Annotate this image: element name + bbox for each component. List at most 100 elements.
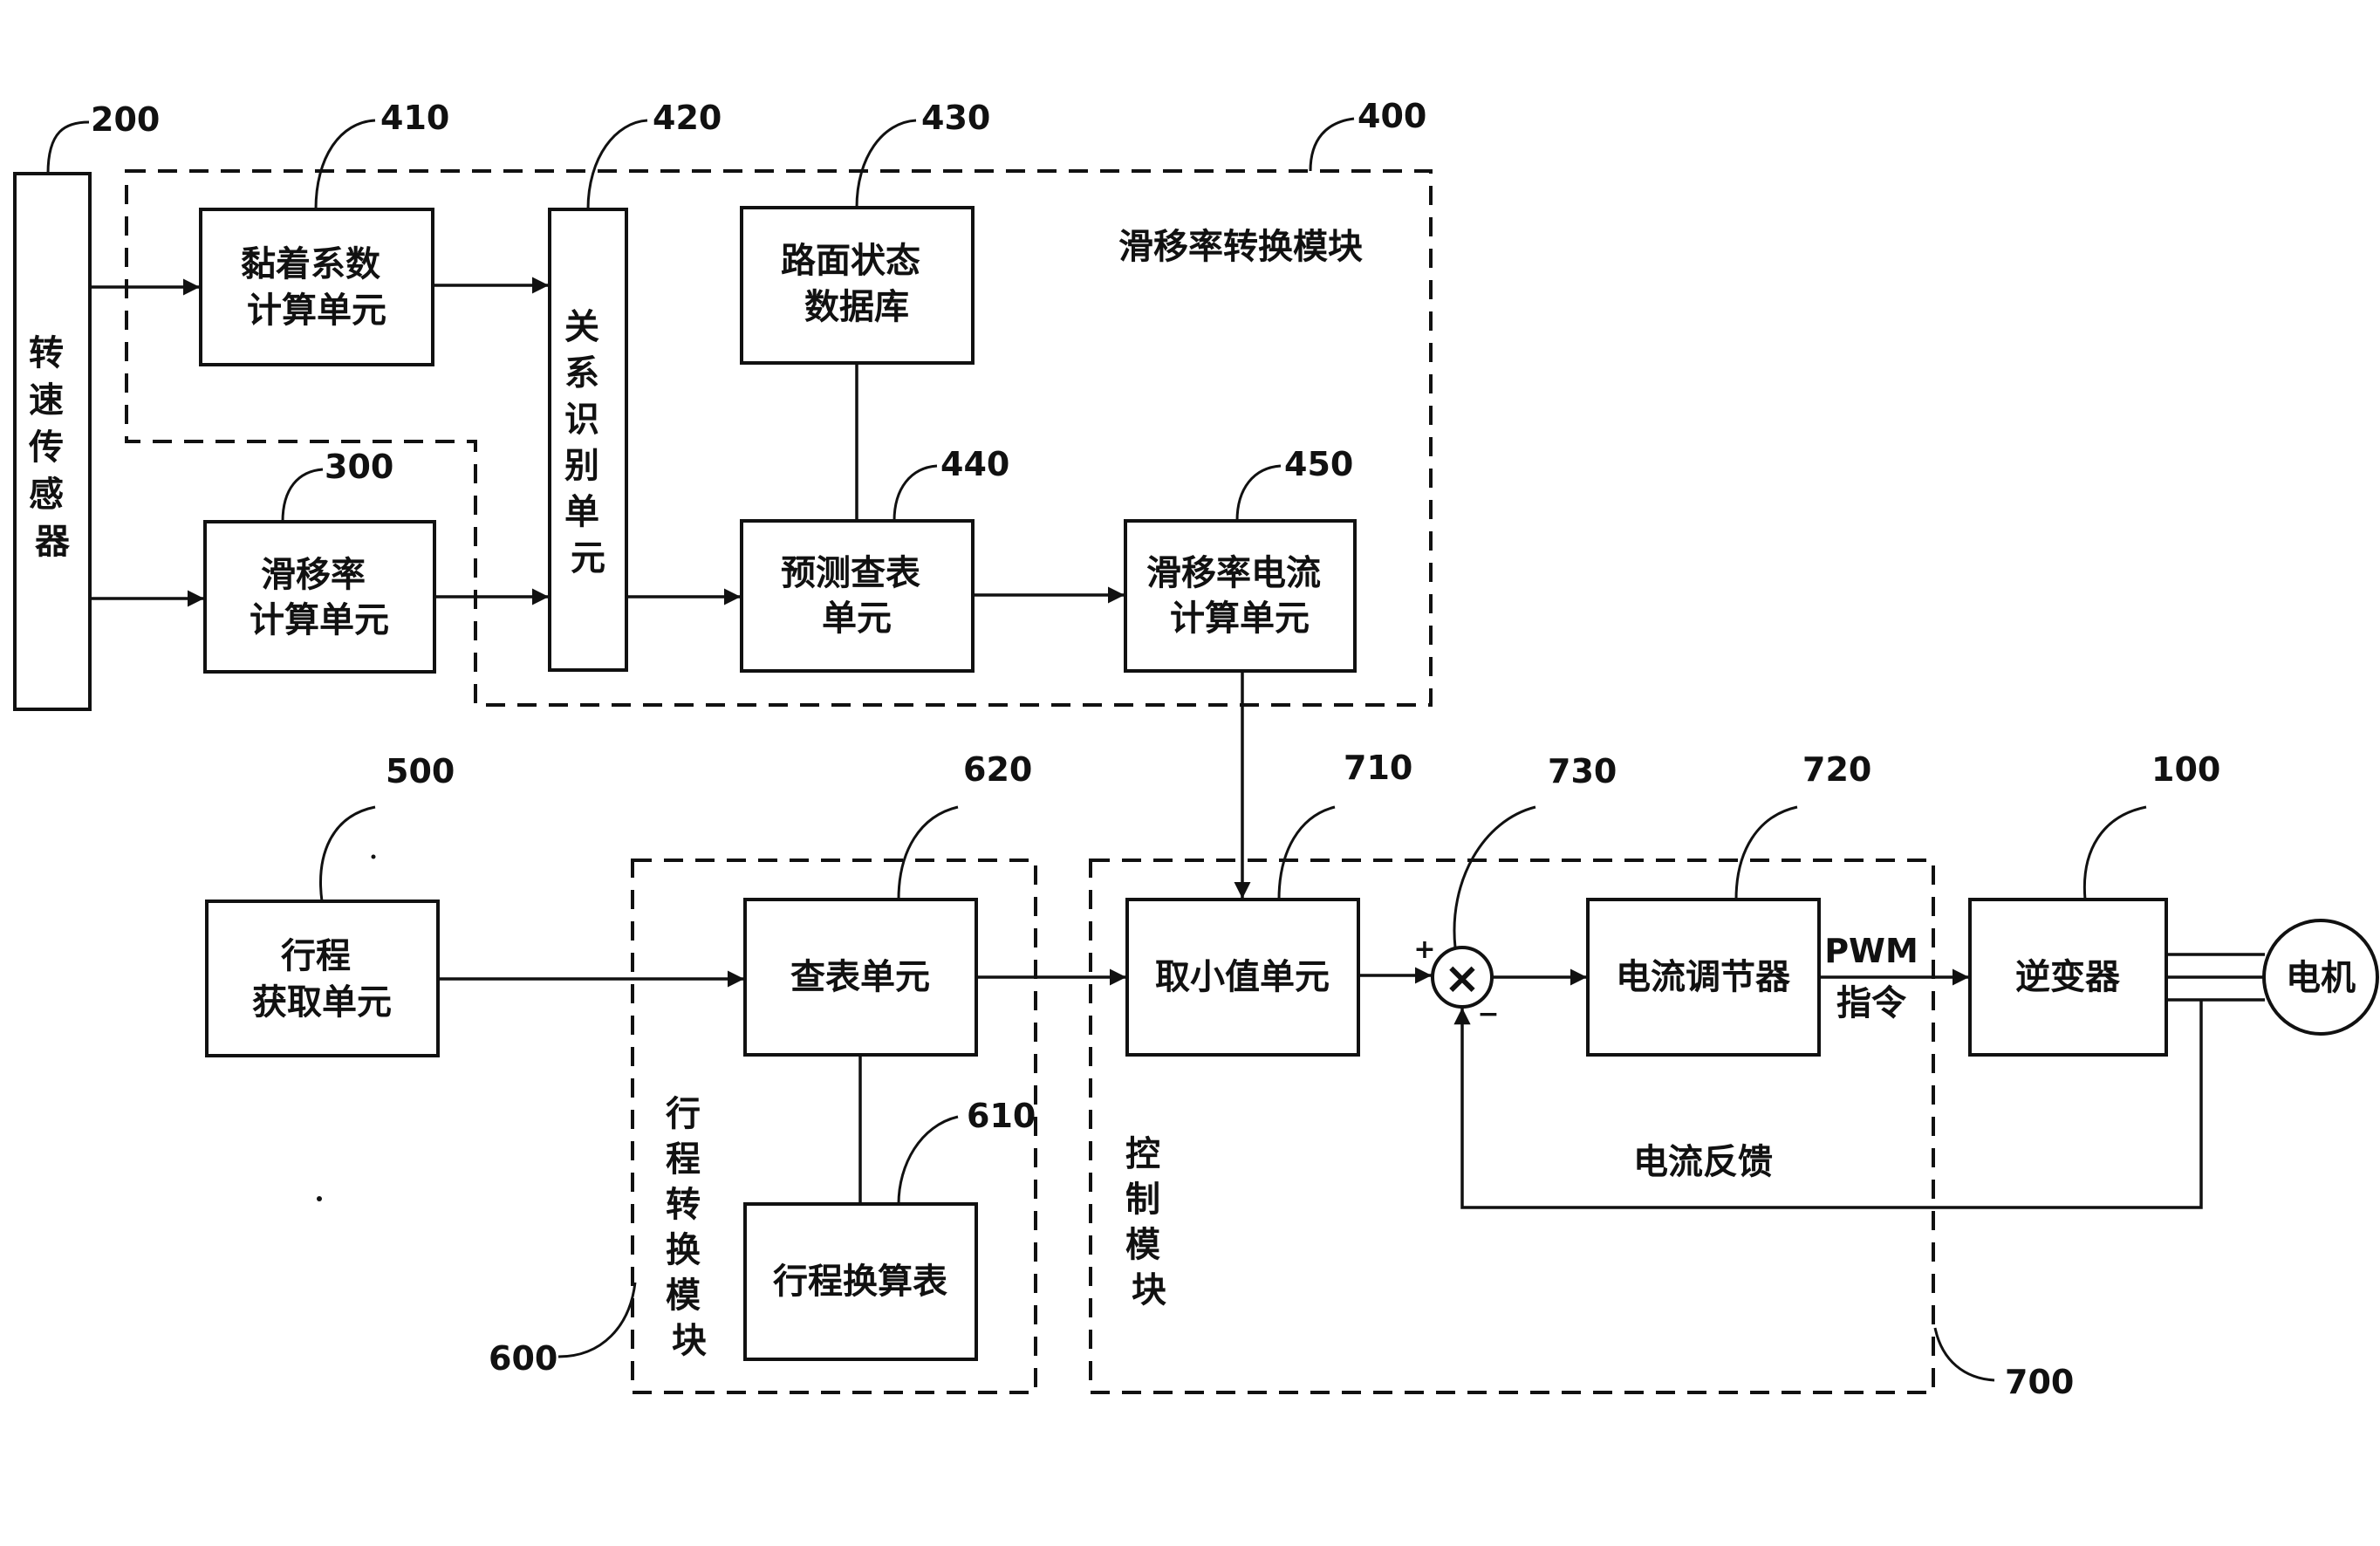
- leader-620: [897, 805, 959, 900]
- relation-identification-block: 关 系 识 别 单 元: [548, 208, 628, 672]
- leader-400: [1309, 117, 1355, 172]
- relation-id-char: 别: [564, 446, 599, 486]
- predict-lookup-label: 预测查表 单元: [781, 553, 933, 639]
- leader-500: [319, 805, 376, 902]
- ref-410: 410: [380, 99, 449, 137]
- speed-sensor-label: 转 速 传 感 器: [28, 333, 76, 562]
- relation-id-char: 识: [564, 400, 599, 440]
- slip-ratio-calc-block: 滑移率 计算单元: [203, 520, 436, 674]
- adhesion-calc-label: 黏着系数 计算单元: [241, 244, 393, 331]
- ref-710: 710: [1344, 749, 1412, 787]
- ref-620: 620: [963, 750, 1032, 789]
- control-module-label: 控 制 模 块: [1125, 1134, 1173, 1310]
- ref-610: 610: [967, 1097, 1036, 1135]
- stroke-acquire-label: 行程 获取单元: [252, 936, 392, 1023]
- slip-conversion-module-label: 滑移率转换模块: [1118, 227, 1363, 267]
- stroke-module-char: 行: [666, 1094, 701, 1134]
- scan-dot: [317, 1196, 322, 1201]
- leader-700: [1933, 1327, 1995, 1382]
- motor-label: 电机: [2286, 958, 2356, 998]
- inverter-label: 逆变器: [2015, 957, 2121, 997]
- relation-id-char: 关: [564, 307, 599, 347]
- speed-sensor-block: 转 速 传 感 器: [13, 172, 92, 711]
- road-db-label: 路面状态 数据库: [781, 241, 933, 327]
- slip-current-calc-label: 滑移率电流 计算单元: [1146, 553, 1333, 639]
- road-db-line: 路面状态: [781, 241, 920, 281]
- stroke-module-char: 模: [666, 1276, 701, 1316]
- ref-420: 420: [653, 99, 722, 137]
- ref-730: 730: [1548, 752, 1617, 790]
- speed-sensor-char: 器: [35, 522, 71, 562]
- adhesion-coefficient-calc-block: 黏着系数 计算单元: [199, 208, 434, 366]
- prediction-lookup-block: 预测查表 单元: [740, 519, 975, 673]
- ref-430: 430: [921, 99, 990, 137]
- stroke-acquire-line: 行程: [281, 936, 351, 976]
- leader-440: [892, 464, 938, 522]
- leader-610: [897, 1115, 959, 1205]
- ref-500: 500: [386, 752, 455, 790]
- control-module-char: 块: [1132, 1270, 1166, 1310]
- inverter-block: 逆变器: [1968, 898, 2168, 1057]
- leader-420: [586, 119, 648, 210]
- control-module-boundary: [1089, 859, 1935, 1394]
- control-module-char: 控: [1125, 1134, 1160, 1174]
- adhesion-calc-line: 计算单元: [247, 291, 386, 331]
- current-regulator-block: 电流调节器: [1586, 898, 1821, 1057]
- speed-sensor-char: 转: [29, 333, 64, 373]
- control-module-char: 模: [1125, 1225, 1160, 1265]
- leader-410: [314, 119, 376, 210]
- slip-conversion-module-boundary: [125, 169, 1433, 707]
- lookup-unit-block: 查表单元: [743, 898, 978, 1057]
- leader-300: [281, 468, 324, 523]
- plus-sign: +: [1413, 934, 1435, 965]
- slip-calc-label: 滑移率 计算单元: [250, 555, 389, 640]
- multiply-symbol: ×: [1444, 953, 1481, 1003]
- leader-730: [1453, 805, 1536, 948]
- adhesion-calc-line: 黏着系数: [241, 244, 380, 284]
- leader-600: [557, 1282, 637, 1358]
- ref-300: 300: [325, 448, 393, 486]
- stroke-table-label: 行程换算表: [773, 1262, 947, 1302]
- summing-junction: × + −: [1413, 934, 1499, 1030]
- leader-200: [46, 120, 90, 174]
- stroke-conversion-table-block: 行程换算表: [743, 1202, 978, 1361]
- min-value-block: 取小值单元: [1125, 898, 1360, 1057]
- current-regulator-label: 电流调节器: [1616, 957, 1791, 997]
- slip-current-calc-line: 滑移率电流: [1146, 553, 1321, 593]
- relation-id-label: 关 系 识 别 单 元: [564, 307, 612, 578]
- leader-710: [1277, 805, 1336, 900]
- ref-200: 200: [91, 100, 160, 139]
- ref-720: 720: [1802, 750, 1871, 789]
- speed-sensor-char: 感: [29, 475, 64, 515]
- motor-block: 电机: [2262, 919, 2379, 1036]
- lookup-unit-label: 查表单元: [790, 957, 930, 997]
- stroke-conversion-module-boundary: [631, 859, 1037, 1394]
- slip-current-calc-block: 滑移率电流 计算单元: [1124, 519, 1357, 673]
- current-feedback-label: 电流反馈: [1633, 1142, 1773, 1182]
- pwm-label: PWM: [1824, 932, 1918, 970]
- control-module-char: 制: [1125, 1180, 1160, 1220]
- ref-400: 400: [1358, 97, 1426, 135]
- speed-sensor-char: 传: [28, 428, 64, 468]
- wire-current-feedback: [1453, 1000, 2203, 1209]
- ref-700: 700: [2005, 1363, 2074, 1401]
- leader-100: [2082, 805, 2147, 900]
- leader-720: [1734, 805, 1798, 900]
- stroke-module-char: 转: [666, 1185, 701, 1225]
- predict-lookup-line: 单元: [822, 599, 892, 639]
- stroke-conversion-module-label: 行 程 转 换 模 块: [666, 1094, 713, 1361]
- predict-lookup-line: 预测查表: [781, 553, 920, 593]
- road-db-line: 数据库: [804, 287, 909, 327]
- ref-450: 450: [1284, 445, 1353, 483]
- slip-calc-line: 计算单元: [250, 600, 389, 640]
- stroke-module-char: 块: [672, 1321, 707, 1361]
- relation-id-char: 元: [571, 538, 605, 578]
- speed-sensor-char: 速: [29, 380, 64, 421]
- scan-dot: [371, 854, 376, 859]
- road-condition-database-block: 路面状态 数据库: [740, 206, 975, 365]
- stroke-module-char: 换: [666, 1230, 701, 1270]
- stroke-acquire-line: 获取单元: [252, 982, 392, 1023]
- slip-calc-line: 滑移率: [261, 555, 366, 595]
- leader-450: [1235, 464, 1282, 522]
- minus-sign: −: [1477, 999, 1499, 1030]
